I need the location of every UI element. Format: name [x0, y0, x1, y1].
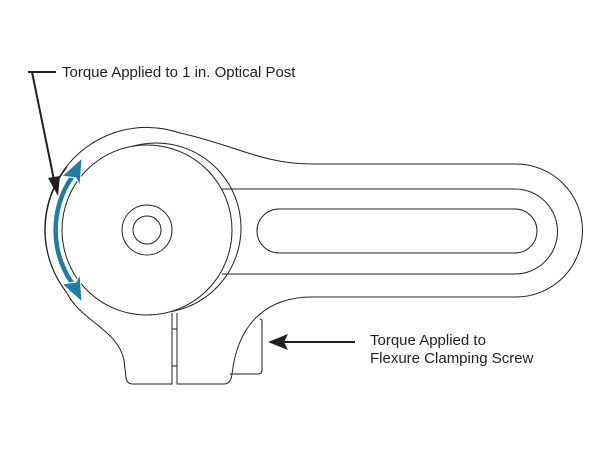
arm-inner-border	[222, 188, 558, 275]
screw-callout-arrow-icon	[268, 334, 355, 350]
post-callout-arrow-icon	[28, 71, 60, 196]
rotation-arrow-icon	[51, 156, 83, 304]
mount-body-outline	[44, 126, 583, 385]
screw-torque-label-line1: Torque Applied to	[370, 332, 486, 349]
screw-torque-label-line2: Flexure Clamping Screw	[370, 350, 534, 367]
arm-slot	[256, 208, 538, 254]
flexure-gap	[172, 328, 177, 367]
post-bore-outer	[121, 204, 173, 256]
post-torque-label: Torque Applied to 1 in. Optical Post	[62, 64, 296, 81]
mount-left-foot	[66, 292, 173, 385]
optical-post	[61, 144, 233, 316]
clamp-screw-block	[230, 318, 263, 375]
post-bore-inner	[132, 215, 162, 245]
